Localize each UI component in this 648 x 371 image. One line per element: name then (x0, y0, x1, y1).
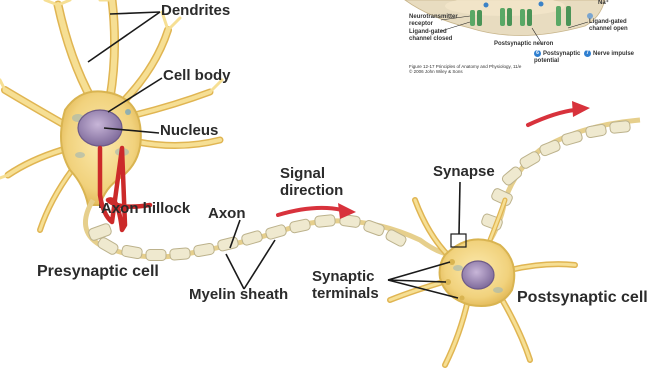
myelin-segment (289, 219, 311, 234)
inset-postsynaptic-potential: 6Postsynaptic potential (534, 50, 580, 65)
myelin-segment (539, 139, 562, 157)
myelin-segment (241, 230, 263, 246)
inset-label-postsynaptic-neuron: Postsynaptic neuron (494, 41, 553, 48)
label-axon-hillock: Axon hillock (101, 201, 190, 218)
myelin-segment (193, 243, 215, 257)
inset-nerve-impulse: 7Nerve impulse (584, 50, 634, 58)
label-myelin-sheath: Myelin sheath (189, 287, 288, 304)
myelin-segment (314, 214, 335, 227)
myelin-segment (146, 250, 166, 261)
label-synapse: Synapse (433, 164, 495, 181)
label-postsynaptic-cell: Postsynaptic cell (517, 289, 648, 307)
inset-label-ligand-gated-closed: Ligand-gated channel closed (409, 29, 452, 43)
label-dendrites: Dendrites (161, 3, 230, 20)
step-6-badge: 6 (534, 50, 541, 57)
label-presynaptic-cell: Presynaptic cell (37, 263, 159, 281)
inset-figure-caption: Figure 12-17 Principles of Anatomy and P… (409, 64, 521, 75)
label-synaptic-terminals: Synaptic terminals (312, 269, 379, 302)
myelin-segment (265, 224, 287, 240)
label-cell-body: Cell body (163, 68, 231, 85)
myelin-segment (609, 120, 630, 133)
signal-direction-arrow (278, 208, 342, 215)
label-nucleus: Nucleus (160, 123, 218, 140)
myelin-segment (97, 236, 120, 256)
inset-label-neurotransmitter-receptor: Neurotransmitter receptor (409, 14, 458, 28)
step-7-badge: 7 (584, 50, 591, 57)
outgoing-signal-arrow (528, 110, 575, 125)
myelin-segment (88, 223, 113, 242)
label-signal-direction: Signal direction (280, 166, 343, 199)
outgoing-axon-path (480, 120, 640, 255)
inset-label-ligand-gated-open: Ligand-gated channel open (589, 19, 628, 33)
myelin-segment (121, 245, 143, 259)
myelin-segment (561, 130, 583, 146)
label-axon: Axon (208, 206, 246, 223)
myelin-segment (217, 236, 239, 252)
outgoing-signal-arrowhead (572, 101, 590, 117)
myelin-segment (519, 150, 542, 170)
inset-label-nerve-impulse: Nerve impulse (593, 51, 634, 57)
myelin-segment (363, 219, 386, 236)
inset-label-ion: Na⁺ (598, 0, 609, 7)
presynaptic-nucleus (78, 110, 122, 146)
postsynaptic-nucleus (462, 261, 494, 289)
myelin-sheath-segments (88, 120, 631, 260)
myelin-segment (585, 124, 607, 138)
myelin-segment (170, 248, 191, 261)
